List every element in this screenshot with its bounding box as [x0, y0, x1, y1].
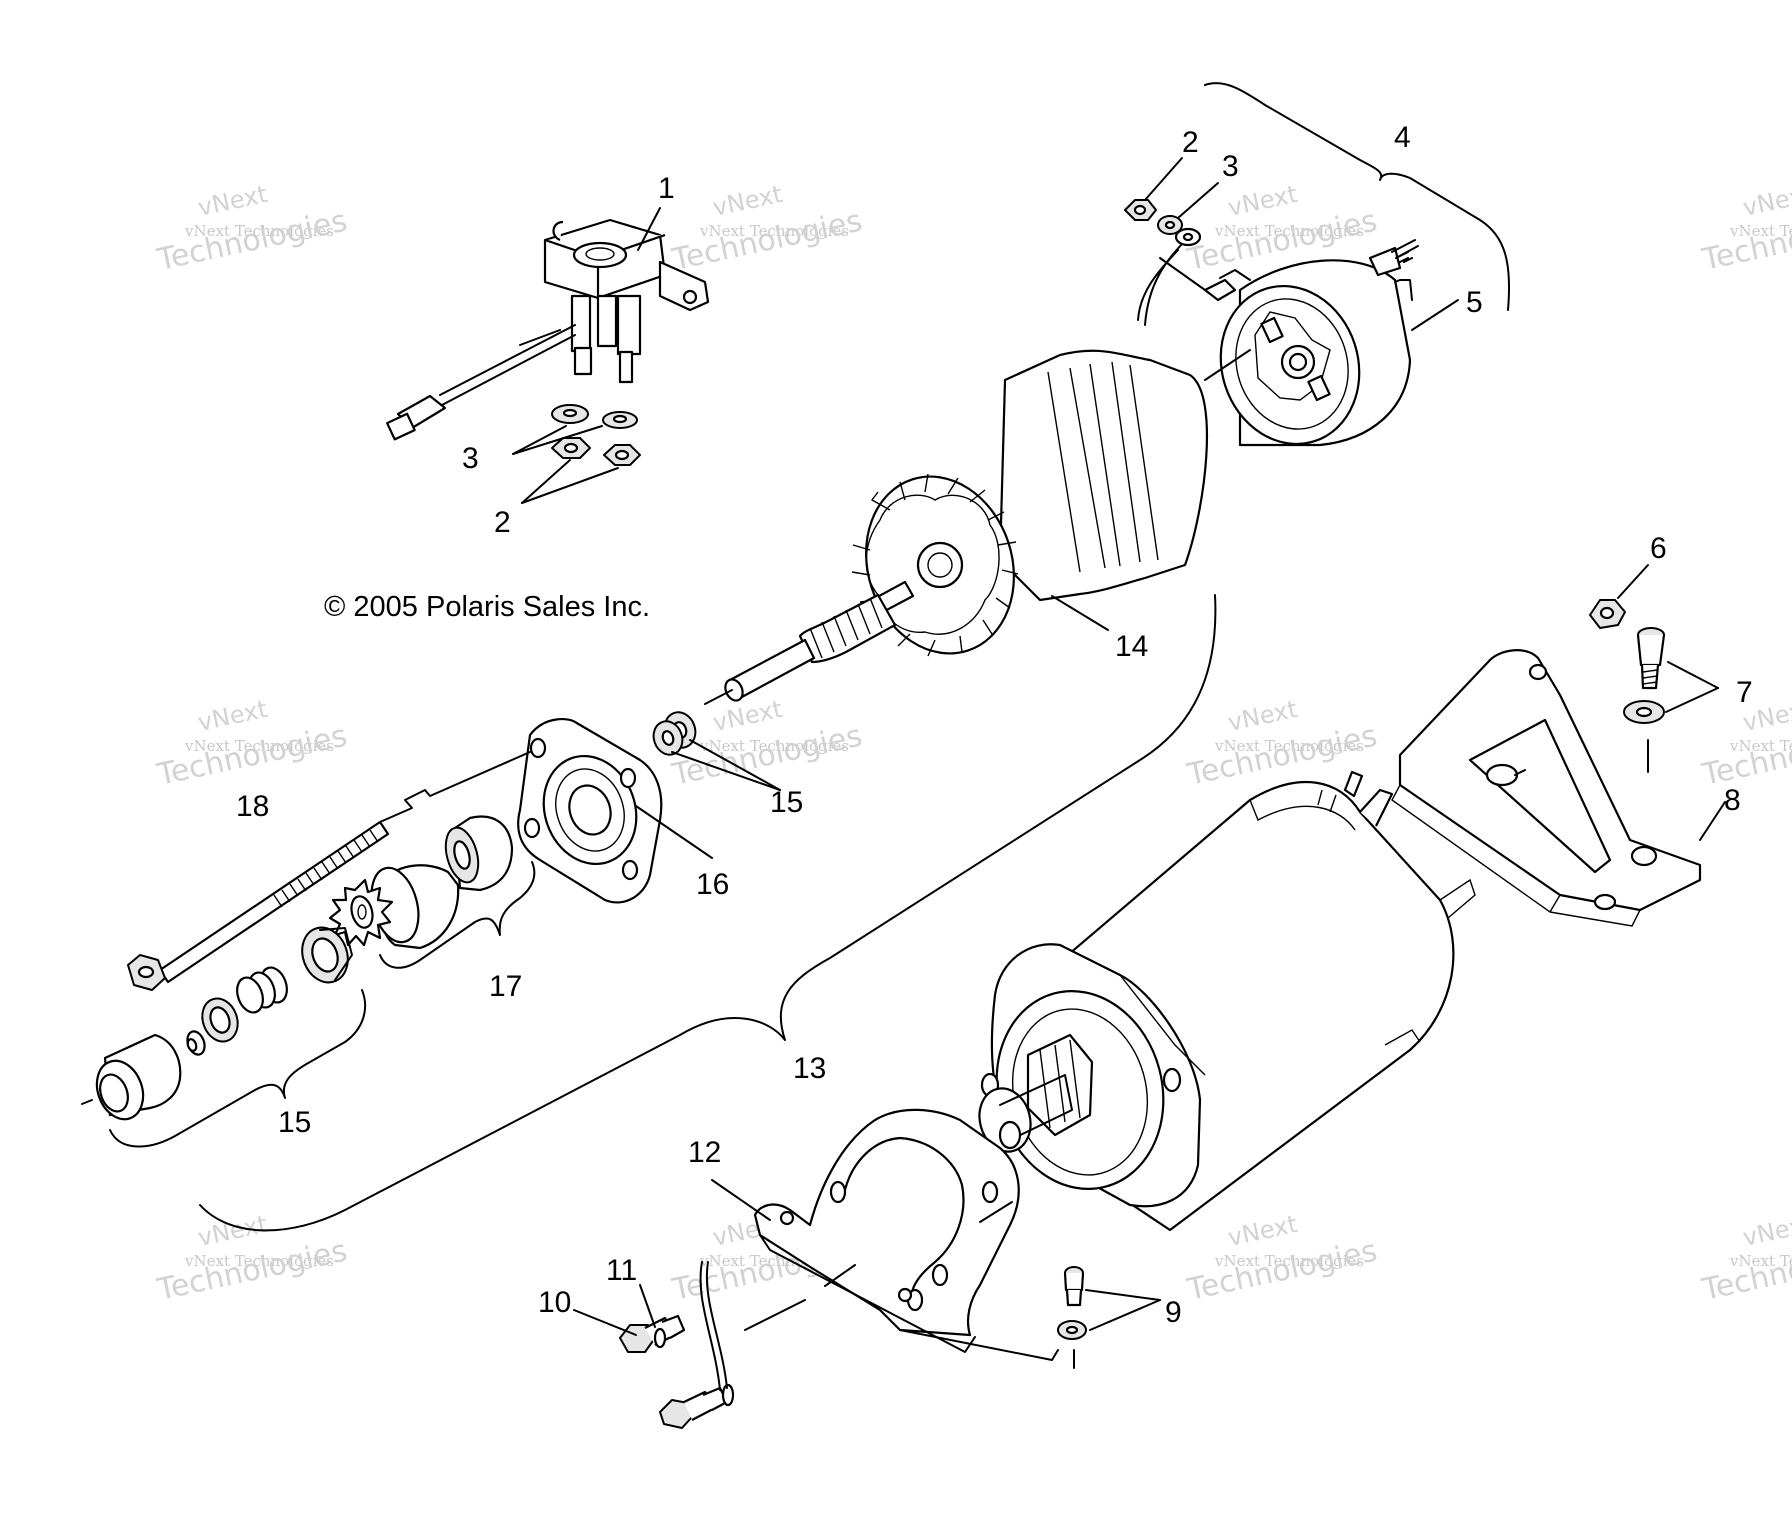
svg-text:vNext Technologies: vNext Technologies: [699, 222, 849, 240]
callout-5: 5: [1466, 286, 1483, 319]
callout-12: 12: [688, 1136, 721, 1169]
svg-text:vNext: vNext: [1225, 180, 1299, 222]
copyright-notice: © 2005 Polaris Sales Inc.: [324, 591, 650, 623]
assembly-brackets: [109, 82, 1511, 1232]
callout-labels: 1 3 2 2 3 4 5 6 7 8 9 10 11 12 13 14 15 …: [236, 121, 1753, 1329]
watermark: vNext Technologies vNext Technologies: [1183, 1210, 1380, 1308]
svg-text:vNext Technologies: vNext Technologies: [699, 737, 849, 755]
svg-text:vNext: vNext: [710, 180, 784, 222]
starter-motor-assembly: [978, 770, 1476, 1232]
armature: [704, 349, 1209, 705]
bracket-17: [379, 861, 536, 969]
watermark: vNext Technologies vNext Technologies: [153, 695, 350, 793]
svg-text:vNext Technologies: vNext Technologies: [1214, 1252, 1364, 1270]
thrust-washers: [652, 711, 697, 756]
svg-text:Technologies: Technologies: [153, 719, 350, 794]
callout-9: 9: [1165, 1296, 1182, 1329]
bolt-9: [1057, 1266, 1087, 1369]
svg-text:Technologies: Technologies: [153, 204, 350, 279]
callout-15: 15: [770, 786, 803, 819]
callout-14: 14: [1115, 630, 1148, 663]
svg-text:vNext: vNext: [710, 695, 784, 737]
through-bolt: [127, 751, 531, 991]
svg-text:Technologies: Technologies: [1183, 1234, 1380, 1309]
leader-lines: [512, 157, 1726, 1336]
bolt-7: [1623, 627, 1666, 773]
watermark: vNext Technologies vNext Technologies: [1698, 1210, 1792, 1308]
callout-11: 11: [606, 1254, 637, 1287]
callout-17: 17: [489, 970, 522, 1003]
callout-4: 4: [1394, 121, 1411, 154]
pinion-stop-parts: [81, 926, 353, 1121]
callout-15: 15: [278, 1106, 311, 1139]
drive-end-plate: [517, 717, 663, 904]
callout-3: 3: [462, 442, 479, 475]
svg-text:Technologies: Technologies: [668, 204, 865, 279]
svg-text:vNext Technologies: vNext Technologies: [184, 222, 334, 240]
svg-text:vNext Technologies: vNext Technologies: [1214, 737, 1364, 755]
nut-6: [1589, 599, 1626, 629]
callout-8: 8: [1724, 784, 1741, 817]
svg-text:vNext: vNext: [195, 180, 269, 222]
watermark: vNext Technologies vNext Technologies: [153, 1210, 350, 1308]
svg-text:Technologies: Technologies: [153, 1234, 350, 1309]
bracket-4: [1204, 82, 1511, 311]
callout-3: 3: [1222, 150, 1239, 183]
rear-mount-bracket: [1391, 649, 1702, 927]
callout-2: 2: [494, 506, 511, 539]
solenoid-switch: [386, 218, 710, 441]
svg-text:vNext Technologies: vNext Technologies: [1729, 222, 1792, 240]
callout-18: 18: [236, 790, 269, 823]
svg-text:vNext: vNext: [1225, 695, 1299, 737]
svg-text:vNext Technologies: vNext Technologies: [1729, 737, 1792, 755]
svg-text:vNext Technologies: vNext Technologies: [184, 737, 334, 755]
svg-text:vNext Technologies: vNext Technologies: [1729, 1252, 1792, 1270]
watermark: vNext Technologies vNext Technologies: [153, 180, 350, 278]
callout-1: 1: [658, 172, 675, 205]
watermark: vNext Technologies vNext Technologies: [668, 180, 865, 278]
watermark: vNext Technologies vNext Technologies: [1698, 180, 1792, 278]
bracket-13: [199, 594, 1217, 1232]
callout-13: 13: [793, 1052, 826, 1085]
end-cap-assembly: [1159, 239, 1419, 447]
drive-pinion: [328, 815, 514, 950]
svg-text:vNext Technologies: vNext Technologies: [1214, 222, 1364, 240]
callout-6: 6: [1650, 532, 1667, 565]
bracket-15-group: [109, 989, 367, 1148]
front-mount-bracket: [744, 1108, 1059, 1361]
svg-text:vNext: vNext: [195, 695, 269, 737]
callout-7: 7: [1736, 676, 1753, 709]
svg-text:vNext: vNext: [1740, 1210, 1792, 1252]
watermark: vNext Technologies vNext Technologies: [1698, 695, 1792, 793]
svg-text:vNext: vNext: [1740, 180, 1792, 222]
svg-text:vNext: vNext: [1225, 1210, 1299, 1252]
callout-10: 10: [538, 1286, 571, 1319]
callout-2: 2: [1182, 126, 1199, 159]
terminal-hardware: [1124, 199, 1202, 326]
callout-16: 16: [696, 868, 729, 901]
bolt-11: [653, 1261, 735, 1429]
washers-and-nuts: [551, 404, 641, 466]
svg-text:vNext Technologies: vNext Technologies: [184, 1252, 334, 1270]
